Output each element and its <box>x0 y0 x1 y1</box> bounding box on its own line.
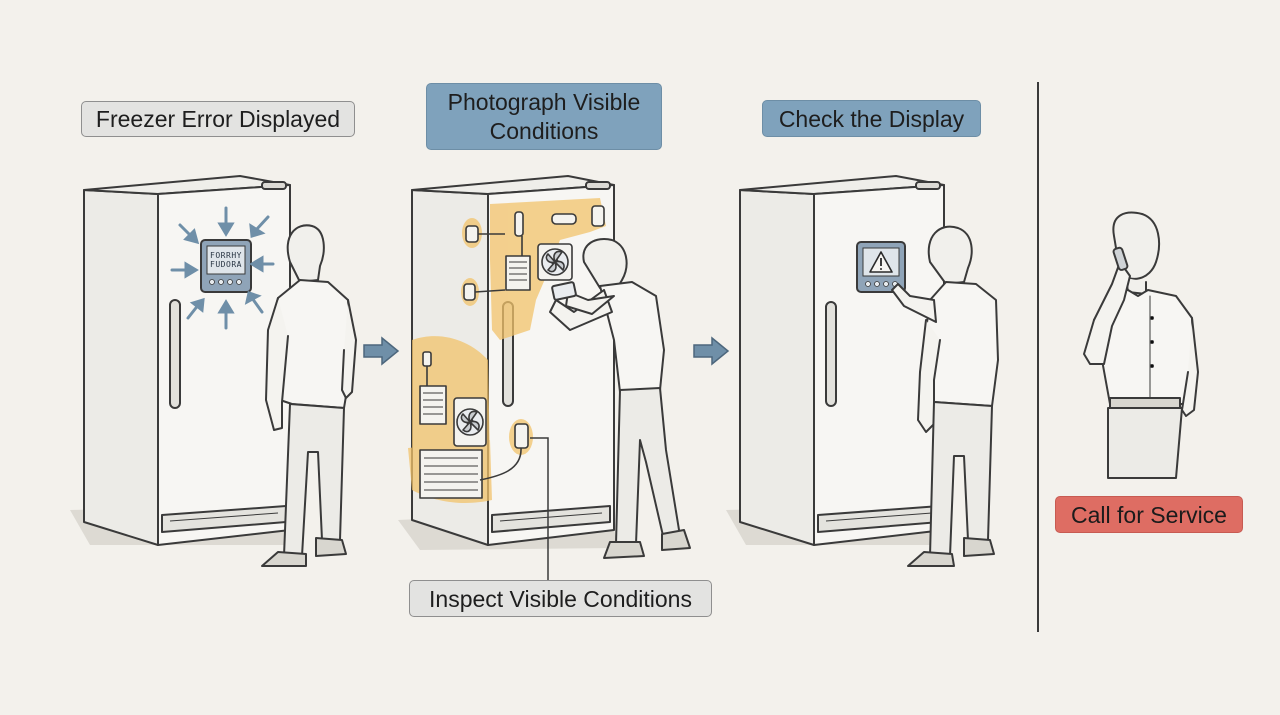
technician-3 <box>891 225 999 567</box>
service-caller <box>1083 211 1199 479</box>
technician-1 <box>261 224 357 567</box>
arrow-right-icon <box>363 337 399 365</box>
arrow-right-icon <box>693 337 729 365</box>
technician-2 <box>549 238 691 559</box>
freezer-components <box>419 205 605 499</box>
step-freezer-error-label: Freezer Error Displayed <box>81 101 355 137</box>
phone-icon <box>1112 246 1129 271</box>
display-readout-line-1: FORRHY <box>210 251 242 260</box>
attention-arrows <box>170 206 275 330</box>
display-panel-3 <box>856 241 906 293</box>
inspect-conditions-label: Inspect Visible Conditions <box>409 580 712 617</box>
callout-line <box>530 437 549 580</box>
call-for-service-label: Call for Service <box>1055 496 1243 533</box>
warning-icon <box>869 251 893 273</box>
step-photograph-label: Photograph Visible Conditions <box>426 83 662 150</box>
display-panel-1 <box>200 239 252 293</box>
display-readout-line-2: FUDORA <box>210 260 242 269</box>
display-readout: FORRHY FUDORA <box>207 251 245 269</box>
freezer-1 <box>70 175 300 546</box>
step-check-display-label: Check the Display <box>762 100 981 137</box>
freezer-3 <box>726 175 950 546</box>
